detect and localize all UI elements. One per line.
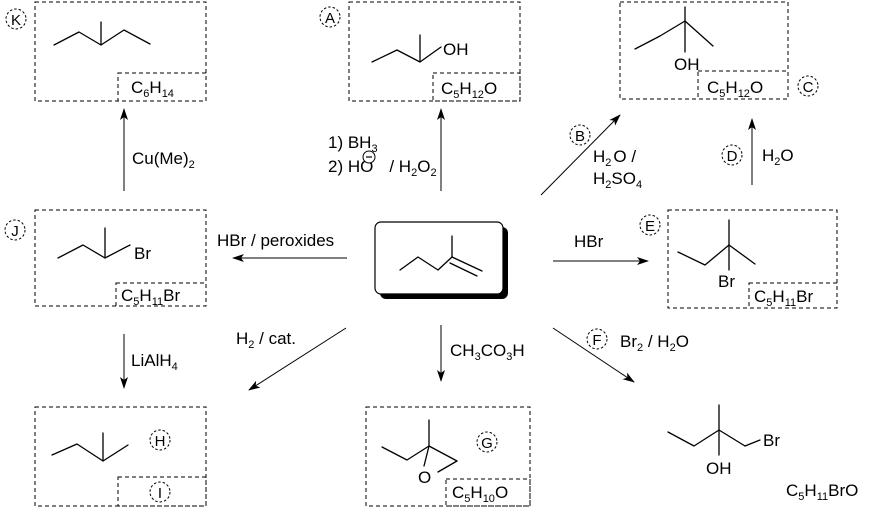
label-A: A xyxy=(319,6,341,28)
hydroxide-charge xyxy=(362,150,376,164)
svg-text:C5H11Br: C5H11Br xyxy=(121,286,180,308)
svg-text:C5H12O: C5H12O xyxy=(707,78,763,100)
reagent-to-I: LiAlH xyxy=(131,351,172,370)
label-G: G xyxy=(476,431,498,453)
reagent-to-C-line1: H xyxy=(593,147,605,166)
svg-text:E: E xyxy=(645,218,655,235)
reagent-to-K: Cu(Me) xyxy=(132,149,189,168)
svg-text:2) HO/ H2O2: 2) HO/ H2O2 xyxy=(328,157,437,179)
reagent-to-F: Br xyxy=(620,332,637,351)
svg-text:C5H11Br: C5H11Br xyxy=(754,287,813,309)
starting-material-box xyxy=(374,221,508,299)
product-J-box: Br C5H11Br xyxy=(34,209,207,308)
svg-text:F: F xyxy=(592,332,601,349)
product-C-box: OH C5H12O xyxy=(619,1,789,100)
formula-K-h-sub: 14 xyxy=(162,88,174,100)
formula-F-c: C xyxy=(786,481,798,500)
formula-K-c-sub: 6 xyxy=(143,88,149,100)
svg-text:1) BH3: 1) BH3 xyxy=(328,133,378,155)
svg-text:J: J xyxy=(11,223,19,240)
svg-text:I: I xyxy=(158,485,162,502)
formula-A-c: C xyxy=(441,79,453,98)
svg-text:C5H11BrO: C5H11BrO xyxy=(786,481,858,503)
svg-text:Cu(Me)2: Cu(Me)2 xyxy=(132,149,195,171)
svg-text:C5H10O: C5H10O xyxy=(452,483,508,505)
svg-text:C: C xyxy=(803,79,814,96)
svg-text:G: G xyxy=(481,435,493,452)
svg-text:K: K xyxy=(11,12,21,29)
reagent-to-H: H xyxy=(236,329,248,348)
reagent-to-G: CH xyxy=(450,341,475,360)
label-H: H xyxy=(149,429,171,451)
svg-text:H2 / cat.: H2 / cat. xyxy=(236,329,296,351)
formula-C-c: C xyxy=(707,78,719,97)
atom-O-G: O xyxy=(418,468,431,487)
svg-text:D: D xyxy=(727,148,738,165)
svg-text:LiAlH4: LiAlH4 xyxy=(131,351,178,373)
reagent-to-A-line2: 2) HO xyxy=(328,157,373,176)
reagent-to-C-line2: H xyxy=(593,169,605,188)
atom-Br-F: Br xyxy=(763,431,780,450)
svg-text:A: A xyxy=(325,10,335,27)
arrow-to-C xyxy=(540,114,621,196)
formula-K-h: H xyxy=(149,78,161,97)
formula-G-c: C xyxy=(452,483,464,502)
svg-text:C6H14: C6H14 xyxy=(131,78,174,100)
atom-OH-F: OH xyxy=(706,459,732,478)
label-J: J xyxy=(4,219,26,241)
formula-K-c: C xyxy=(131,78,143,97)
atom-Br-E: Br xyxy=(718,272,735,291)
svg-text:H: H xyxy=(155,433,166,450)
formula-E-c: C xyxy=(754,287,766,306)
svg-text:H2O /: H2O / xyxy=(593,147,636,169)
label-E: E xyxy=(639,214,661,236)
atom-OH-A: OH xyxy=(443,40,469,59)
reagent-E-to-C: H xyxy=(762,146,774,165)
reagent-to-J: HBr / peroxides xyxy=(217,231,334,250)
product-E-box: Br C5H11Br xyxy=(667,209,838,309)
svg-text:C5H12O: C5H12O xyxy=(441,79,497,101)
formula-J-c: C xyxy=(121,286,133,305)
atom-OH-C: OH xyxy=(674,55,700,74)
label-F: F xyxy=(586,328,608,350)
svg-text:H2O: H2O xyxy=(762,146,794,168)
reagent-to-E: HBr xyxy=(574,232,604,251)
svg-text:B: B xyxy=(575,128,585,145)
reagent-to-A-line1: 1) BH xyxy=(328,133,371,152)
label-I: I xyxy=(149,481,171,503)
label-B: B xyxy=(569,124,591,146)
product-F: Br OH C5H11BrO xyxy=(667,404,858,503)
label-C: C xyxy=(797,75,819,97)
atom-Br-J: Br xyxy=(134,244,151,263)
label-K: K xyxy=(5,8,27,30)
product-HI-box xyxy=(34,406,207,507)
arrow-to-H xyxy=(248,327,347,391)
arrow-to-F xyxy=(552,327,635,383)
label-D: D xyxy=(721,144,743,166)
svg-text:CH3CO3H: CH3CO3H xyxy=(450,341,525,363)
product-A-box: OH C5H12O xyxy=(348,1,521,102)
svg-text:H2SO4: H2SO4 xyxy=(593,169,642,191)
svg-text:Br2 / H2O: Br2 / H2O xyxy=(620,332,689,354)
product-G-box: O C5H10O xyxy=(365,406,531,507)
product-K-box: C6H14 xyxy=(34,1,207,102)
